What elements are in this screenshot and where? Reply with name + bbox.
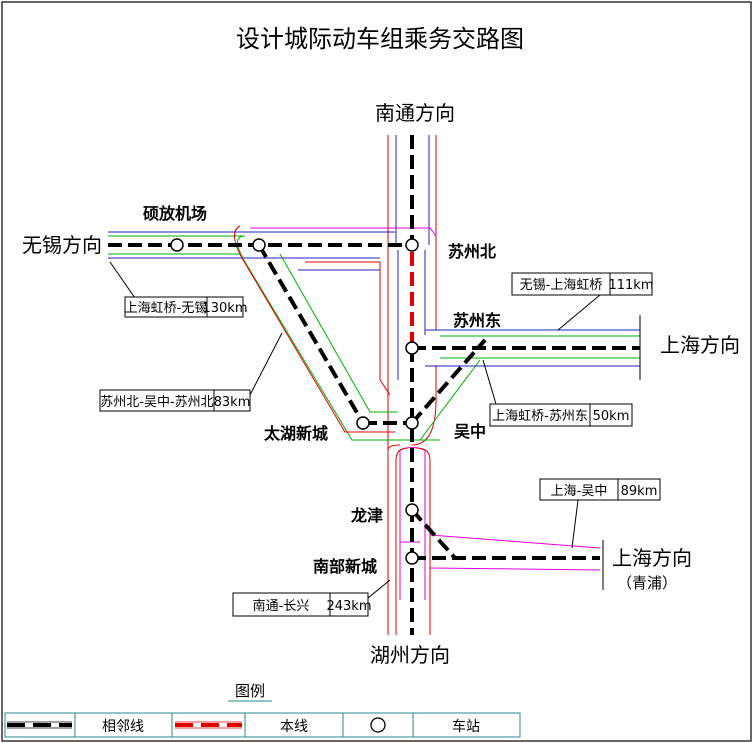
route-box: 上海-吴中 89km — [539, 478, 661, 549]
stations — [170, 238, 419, 565]
svg-text:89km: 89km — [621, 484, 658, 499]
station-label-taihu: 太湖新城 — [263, 424, 328, 443]
legend-adjacent-swatch — [7, 721, 72, 729]
svg-text:上海虹桥-无锡: 上海虹桥-无锡 — [125, 301, 208, 316]
svg-text:上海-吴中: 上海-吴中 — [551, 484, 608, 499]
station-marker — [170, 238, 184, 252]
adjacent-lines — [108, 135, 640, 635]
station-marker — [405, 416, 419, 430]
svg-text:50km: 50km — [593, 409, 630, 424]
route-box: 苏州北-吴中-苏州北 83km — [99, 332, 283, 412]
station-label-wuzhong: 吴中 — [454, 422, 486, 441]
legend-main-label: 本线 — [280, 719, 308, 735]
station-marker — [405, 503, 419, 517]
route-box: 南通-长兴 243km — [232, 579, 391, 617]
svg-text:上海虹桥-苏州东: 上海虹桥-苏州东 — [492, 408, 588, 424]
direction-nantong: 南通方向 — [375, 101, 455, 125]
route-box: 无锡-上海虹桥 111km — [511, 272, 654, 331]
legend-main-swatch — [175, 721, 242, 729]
shanghai-south-lines — [400, 534, 604, 590]
direction-wuxi: 无锡方向 — [22, 233, 102, 257]
svg-text:南通-长兴: 南通-长兴 — [253, 598, 310, 614]
wuxi-branch-lines — [108, 225, 440, 441]
legend-adjacent-label: 相邻线 — [102, 719, 144, 735]
svg-text:83km: 83km — [214, 395, 251, 410]
station-label-suzhou-east: 苏州东 — [453, 311, 501, 330]
station-marker — [356, 416, 370, 430]
direction-shanghai-south: 上海方向 — [612, 546, 692, 570]
legend-station-label: 车站 — [452, 718, 480, 735]
route-box: 上海虹桥-苏州东 50km — [482, 359, 633, 427]
diagram-title: 设计城际动车组乘务交路图 — [236, 25, 524, 53]
svg-text:243km: 243km — [326, 599, 371, 614]
legend-station-icon — [370, 717, 386, 733]
station-label-longjin: 龙津 — [350, 506, 383, 525]
legend-table: 相邻线 本线 车站 — [4, 712, 521, 738]
station-marker — [405, 341, 419, 355]
svg-text:无锡-上海虹桥: 无锡-上海虹桥 — [520, 278, 603, 293]
station-label-suzhou-north: 苏州北 — [448, 242, 496, 261]
station-marker — [405, 551, 419, 565]
route-box: 上海虹桥-无锡 130km — [109, 261, 248, 318]
direction-huzhou: 湖州方向 — [370, 643, 450, 667]
svg-text:130km: 130km — [202, 301, 247, 316]
svg-text:111km: 111km — [608, 278, 653, 293]
station-marker — [405, 238, 419, 252]
legend-title: 图例 — [235, 682, 265, 700]
station-label-shuofang: 硕放机场 — [143, 204, 207, 223]
svg-text:苏州北-吴中-苏州北: 苏州北-吴中-苏州北 — [100, 394, 213, 410]
direction-shanghai-east: 上海方向 — [660, 333, 740, 357]
trunk-lines — [387, 135, 437, 635]
station-label-nanbu: 南部新城 — [313, 557, 377, 576]
station-marker — [252, 238, 266, 252]
direction-qingpu: （青浦） — [617, 574, 677, 592]
